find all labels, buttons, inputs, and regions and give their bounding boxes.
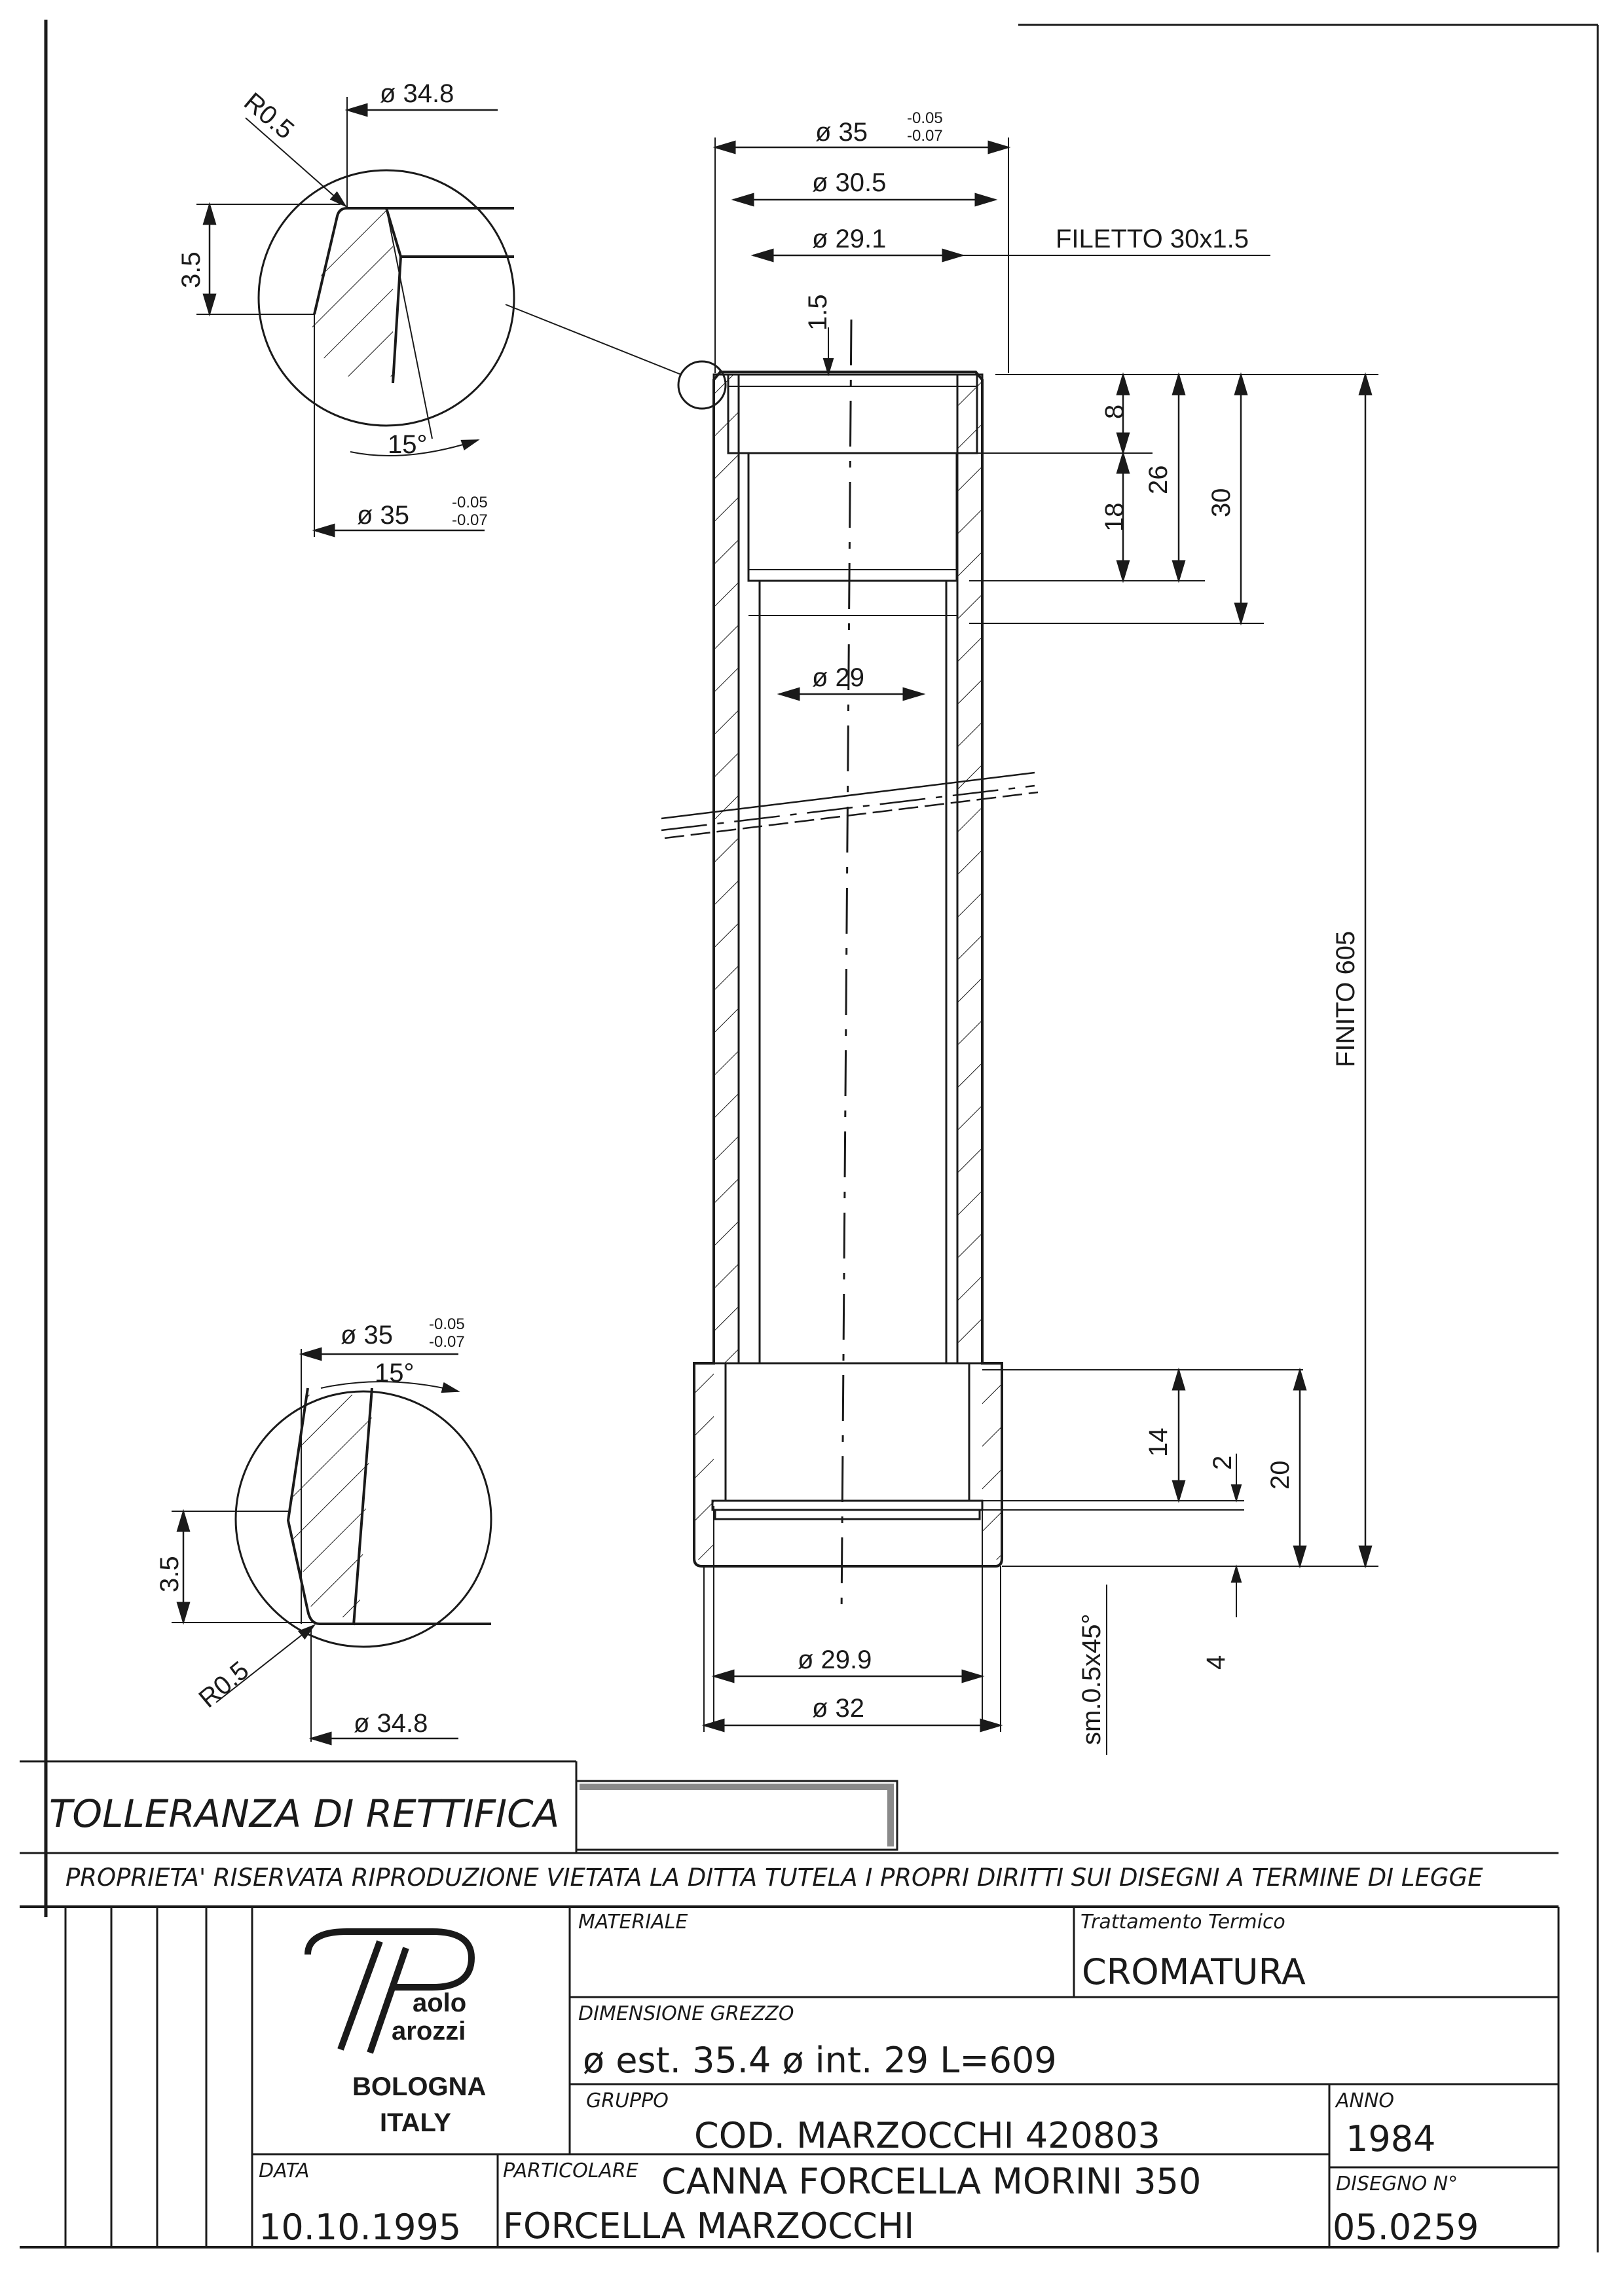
dim-1-5: 1.5	[803, 294, 832, 331]
detail-top-diameter: ø 34.8	[380, 79, 454, 108]
anno-label: ANNO	[1335, 2089, 1394, 2112]
dim-len-18: 18	[1100, 503, 1129, 532]
materiale-label: MATERIALE	[578, 1911, 688, 1934]
title-block: aolo arozzi BOLOGNA ITALY MATERIALE Trat…	[20, 1907, 1560, 2249]
tolerance-value-box	[575, 1780, 898, 1851]
tube-section	[505, 304, 1039, 1618]
particolare-value-2: FORCELLA MARZOCCHI	[503, 2205, 914, 2247]
top-dimensions: ø 35 -0.05 -0.07 ø 30.5 ø 29.1 FILETTO 3…	[712, 109, 1270, 701]
data-label: DATA	[259, 2159, 310, 2182]
dim-diameter-30-5: ø 30.5	[812, 168, 886, 197]
svg-text:-0.07: -0.07	[907, 127, 943, 145]
gruppo-value: COD. MARZOCCHI 420803	[694, 2115, 1160, 2156]
bottom-dimensions: ø 29.9 ø 32	[701, 1506, 1003, 1733]
detail-bottom-diameter: ø 34.8	[354, 1709, 428, 1738]
ownership-notice: PROPRIETA' RISERVATA RIPRODUZIONE VIETAT…	[65, 1864, 1483, 1892]
detail-bottom-angle: 15°	[375, 1359, 415, 1387]
detail-top: ø 34.8 R0.5 3.5 15° ø 35 -0.05 -0.07	[177, 79, 515, 538]
svg-text:-0.07: -0.07	[452, 511, 488, 529]
dim-diameter-32: ø 32	[812, 1694, 864, 1723]
svg-text:-0.05: -0.05	[429, 1315, 465, 1333]
detail-bottom-outer-diameter: ø 35	[341, 1321, 393, 1349]
svg-text:arozzi: arozzi	[392, 2017, 466, 2046]
dim-len-20: 20	[1266, 1461, 1295, 1490]
right-dimensions: 8 18 26 30 FINITO 605 14 2 20 4 sm.0.5x4…	[969, 372, 1378, 1755]
left-wall-hatch	[714, 375, 739, 1363]
svg-text:-0.05: -0.05	[907, 109, 943, 127]
trattamento-value: CROMATURA	[1082, 1951, 1306, 1992]
dim-len-2: 2	[1208, 1456, 1237, 1470]
particolare-label: PARTICOLARE	[503, 2159, 638, 2182]
tolerance-title: TOLLERANZA DI RETTIFICA	[49, 1791, 559, 1836]
dim-len-30: 30	[1207, 488, 1236, 518]
dim-finished-length: FINITO 605	[1331, 931, 1360, 1067]
trattamento-label: Trattamento Termico	[1080, 1911, 1285, 1934]
thread-label: FILETTO 30x1.5	[1056, 225, 1249, 253]
gruppo-label: GRUPPO	[586, 2089, 669, 2112]
dim-len-8: 8	[1100, 405, 1129, 419]
anno-value: 1984	[1346, 2118, 1435, 2159]
company-logo: aolo arozzi	[304, 1928, 475, 2054]
detail-bottom: ø 35 -0.05 -0.07 15° 3.5 R0.5 ø 34.8	[155, 1315, 492, 1746]
dimensione-label: DIMENSIONE GREZZO	[578, 2002, 794, 2025]
detail-top-height: 3.5	[177, 251, 206, 288]
dim-diameter-29-1: ø 29.1	[812, 225, 886, 253]
dim-bore-29: ø 29	[812, 663, 864, 692]
particolare-value: CANNA FORCELLA MORINI 350	[661, 2161, 1201, 2202]
company-country: ITALY	[380, 2108, 451, 2137]
tolerance-section: TOLLERANZA DI RETTIFICA PROPRIETA' RISER…	[20, 1760, 1559, 1908]
dim-len-26: 26	[1144, 466, 1173, 495]
dim-diameter-29-9: ø 29.9	[798, 1645, 872, 1674]
detail-top-angle: 15°	[388, 430, 428, 459]
svg-text:-0.05: -0.05	[452, 494, 488, 511]
detail-top-outer-diameter: ø 35	[357, 501, 409, 530]
chamfer-note: sm.0.5x45°	[1077, 1613, 1106, 1745]
sheet-border	[44, 20, 1599, 2252]
company-city: BOLOGNA	[352, 2072, 486, 2101]
detail-bottom-radius: R0.5	[194, 1656, 255, 1714]
disegno-label: DISEGNO N°	[1336, 2173, 1458, 2195]
dimensione-value: ø est. 35.4 ø int. 29 L=609	[583, 2040, 1057, 2081]
dim-len-4: 4	[1202, 1655, 1230, 1670]
svg-text:-0.07: -0.07	[429, 1333, 465, 1351]
disegno-value: 05.0259	[1333, 2207, 1479, 2248]
detail-bottom-height: 3.5	[155, 1556, 184, 1592]
detail-top-radius: R0.5	[238, 87, 299, 145]
svg-text:aolo: aolo	[413, 1989, 466, 2017]
dim-outer-diameter: ø 35	[815, 118, 868, 147]
data-value: 10.10.1995	[259, 2207, 461, 2248]
right-wall-hatch	[957, 375, 982, 1363]
dim-len-14: 14	[1144, 1428, 1173, 1458]
